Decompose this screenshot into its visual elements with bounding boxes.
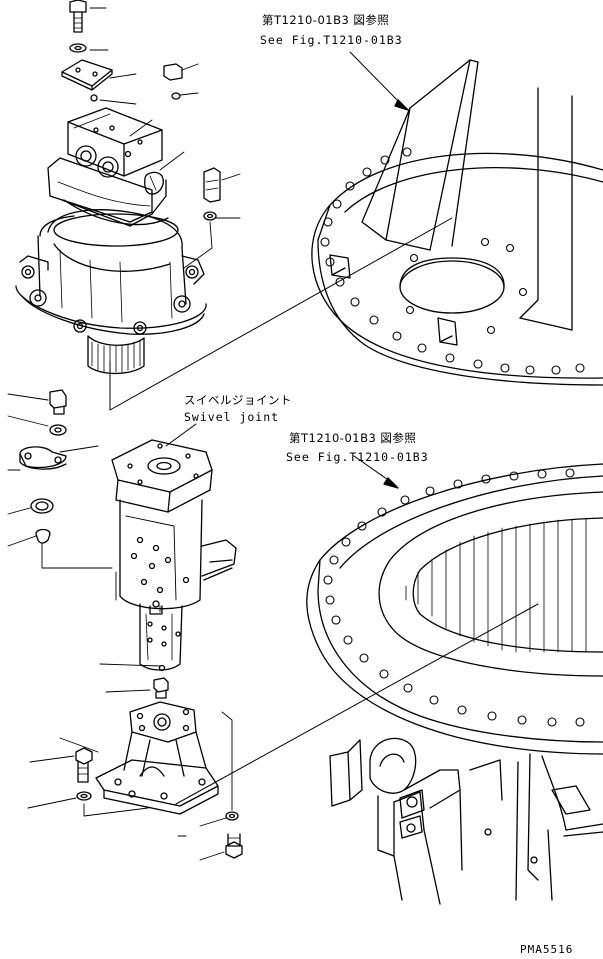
stopper-bracket-assembly xyxy=(28,664,242,860)
swivel-joint-label-jp: スイベルジョイント xyxy=(184,393,292,407)
revolving-frame-upper xyxy=(312,52,603,385)
swing-motor-assembly xyxy=(16,0,452,410)
swivel-joint-label-en: Swivel joint xyxy=(184,410,280,424)
reference-label-top-jp: 第T1210-01B3 図参照 xyxy=(262,13,390,27)
swivel-joint-assembly xyxy=(8,390,236,670)
reference-label-top-en: See Fig.T1210-01B3 xyxy=(260,33,403,47)
revolving-frame-lower xyxy=(307,456,603,904)
drawing-code: PMA5516 xyxy=(520,943,574,956)
reference-label-middle-en: See Fig.T1210-01B3 xyxy=(286,450,429,464)
reference-label-middle-jp: 第T1210-01B3 図参照 xyxy=(289,431,417,445)
